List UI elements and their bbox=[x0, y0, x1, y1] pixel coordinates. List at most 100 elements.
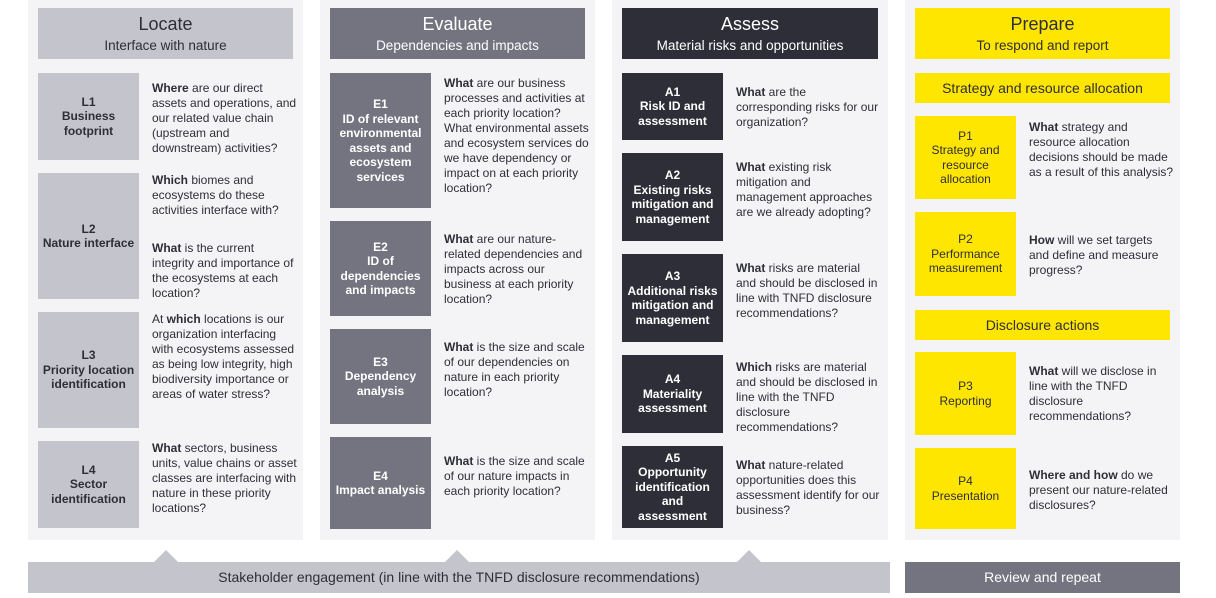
step-code: A4 bbox=[664, 372, 681, 387]
step-p3: P3 Reporting What will we disclose in li… bbox=[915, 352, 1174, 435]
step-e2: E2 ID of dependencies and impacts What a… bbox=[330, 221, 589, 316]
step-label: Impact analysis bbox=[335, 483, 426, 497]
step-p2: P2 Performance measurement How will we s… bbox=[915, 212, 1174, 296]
step-l2: L2 Nature interface Which biomes and eco… bbox=[38, 173, 297, 300]
connector-arrow bbox=[445, 550, 469, 562]
step-question: What is the size and scale of our nature… bbox=[444, 454, 585, 498]
step-label: Additional risks mitigation and manageme… bbox=[627, 283, 718, 327]
step-code: P3 bbox=[958, 379, 973, 393]
step-p4: P4 Presentation Where and how do we pres… bbox=[915, 448, 1174, 529]
step-question-2: What is the current integrity and import… bbox=[152, 241, 294, 300]
step-a3: A3 Additional risks mitigation and manag… bbox=[622, 254, 882, 342]
section-strategy: Strategy and resource allocation bbox=[915, 73, 1170, 103]
step-box: E3 Dependency analysis bbox=[330, 329, 431, 424]
step-code: P4 bbox=[958, 474, 973, 488]
step-box: P4 Presentation bbox=[915, 448, 1016, 529]
step-code: L1 bbox=[81, 94, 96, 109]
step-label: Performance measurement bbox=[928, 246, 1003, 276]
step-label: Materiality assessment bbox=[638, 386, 707, 416]
step-code: L2 bbox=[81, 221, 96, 236]
step-box: A2 Existing risks mitigation and managem… bbox=[622, 153, 723, 241]
step-box: L3 Priority location identification bbox=[38, 312, 139, 428]
step-label: Opportunity identification and assessmen… bbox=[635, 465, 710, 523]
column-title: Prepare bbox=[1010, 14, 1075, 34]
step-code: A3 bbox=[664, 269, 681, 283]
step-code: P1 bbox=[958, 128, 973, 143]
step-e4: E4 Impact analysis What is the size and … bbox=[330, 437, 589, 529]
step-question: Where are our direct assets and operatio… bbox=[152, 81, 297, 155]
step-code: E2 bbox=[373, 239, 388, 254]
step-question: What are our business processes and acti… bbox=[444, 76, 589, 195]
step-label: Business footprint bbox=[61, 109, 116, 138]
step-code: A5 bbox=[664, 450, 681, 465]
column-subtitle: Material risks and opportunities bbox=[656, 38, 844, 53]
step-label: Sector identification bbox=[51, 477, 126, 506]
step-label: Existing risks mitigation and management bbox=[631, 182, 714, 226]
step-label: Presentation bbox=[931, 488, 1000, 503]
step-a2: A2 Existing risks mitigation and managem… bbox=[622, 153, 882, 241]
step-question: What nature-related opportunities does t… bbox=[736, 458, 880, 517]
column-title: Evaluate bbox=[422, 14, 493, 34]
step-code: P2 bbox=[958, 232, 973, 247]
step-box: E1 ID of relevant environmental assets a… bbox=[330, 73, 431, 208]
step-code: E4 bbox=[373, 468, 388, 483]
step-box: E2 ID of dependencies and impacts bbox=[330, 221, 431, 316]
step-box: A3 Additional risks mitigation and manag… bbox=[622, 254, 723, 342]
step-label: Dependency analysis bbox=[344, 369, 417, 398]
step-box: A5 Opportunity identification and assess… bbox=[622, 446, 723, 528]
step-question: What risks are material and should be di… bbox=[736, 261, 878, 320]
step-code: A2 bbox=[664, 168, 681, 182]
connector-arrow bbox=[154, 550, 178, 562]
column-subtitle: Dependencies and impacts bbox=[376, 38, 539, 53]
step-box: L1 Business footprint bbox=[38, 73, 139, 160]
prepare-column: Prepare To respond and report Strategy a… bbox=[905, 0, 1180, 540]
step-question: How will we set targets and define and m… bbox=[1029, 233, 1159, 277]
step-code: E3 bbox=[373, 354, 388, 369]
step-label: ID of dependencies and impacts bbox=[340, 254, 421, 297]
column-subtitle: Interface with nature bbox=[104, 38, 227, 53]
step-box: P2 Performance measurement bbox=[915, 212, 1016, 296]
step-e1: E1 ID of relevant environmental assets a… bbox=[330, 73, 589, 208]
assess-header: Assess Material risks and opportunities bbox=[622, 8, 878, 59]
step-p1: P1 Strategy and resource allocation What… bbox=[915, 116, 1174, 199]
step-question: What are our nature-related dependencies… bbox=[444, 232, 583, 306]
step-a1: A1 Risk ID and assessment What are the c… bbox=[622, 73, 882, 140]
step-e3: E3 Dependency analysis What is the size … bbox=[330, 329, 589, 424]
step-label: Reporting bbox=[939, 393, 992, 408]
step-a5: A5 Opportunity identification and assess… bbox=[622, 446, 882, 528]
step-question: What are the corresponding risks for our… bbox=[736, 85, 879, 129]
step-question: At which locations is our organization i… bbox=[152, 312, 295, 401]
step-box: L4 Sector identification bbox=[38, 441, 139, 528]
step-label: Risk ID and assessment bbox=[638, 99, 707, 128]
step-box: E4 Impact analysis bbox=[330, 437, 431, 529]
step-question: What is the size and scale of our depend… bbox=[444, 340, 585, 399]
step-question: What sectors, business units, value chai… bbox=[152, 441, 297, 515]
step-label: Priority location identification bbox=[42, 362, 135, 392]
step-box: A1 Risk ID and assessment bbox=[622, 73, 723, 140]
section-disclosure: Disclosure actions bbox=[915, 310, 1170, 340]
step-question: What will we disclose in line with the T… bbox=[1029, 364, 1157, 423]
evaluate-header: Evaluate Dependencies and impacts bbox=[330, 8, 585, 59]
step-question: Which biomes and ecosystems do these act… bbox=[152, 173, 279, 217]
step-code: L4 bbox=[81, 462, 96, 477]
step-label: Strategy and resource allocation bbox=[931, 143, 1000, 186]
prepare-header: Prepare To respond and report bbox=[915, 8, 1170, 59]
column-title: Locate bbox=[138, 14, 193, 34]
evaluate-column: Evaluate Dependencies and impacts E1 ID … bbox=[320, 0, 595, 540]
step-code: E1 bbox=[373, 97, 388, 111]
step-question: What strategy and resource allocation de… bbox=[1029, 120, 1174, 179]
step-label: Nature interface bbox=[42, 236, 135, 250]
locate-column: Locate Interface with nature L1 Business… bbox=[28, 0, 303, 540]
locate-header: Locate Interface with nature bbox=[38, 8, 293, 59]
assess-column: Assess Material risks and opportunities … bbox=[612, 0, 888, 540]
step-l4: L4 Sector identification What sectors, b… bbox=[38, 441, 297, 528]
step-box: P1 Strategy and resource allocation bbox=[915, 116, 1016, 199]
step-question: What existing risk mitigation and manage… bbox=[736, 160, 873, 219]
step-box: A4 Materiality assessment bbox=[622, 355, 723, 433]
step-question: Where and how do we present our nature-r… bbox=[1029, 468, 1168, 512]
stakeholder-engagement-bar: Stakeholder engagement (in line with the… bbox=[28, 562, 890, 593]
review-and-repeat-bar: Review and repeat bbox=[905, 562, 1180, 593]
column-subtitle: To respond and report bbox=[976, 38, 1109, 53]
step-box: P3 Reporting bbox=[915, 352, 1016, 435]
step-question: Which risks are material and should be d… bbox=[736, 360, 878, 434]
